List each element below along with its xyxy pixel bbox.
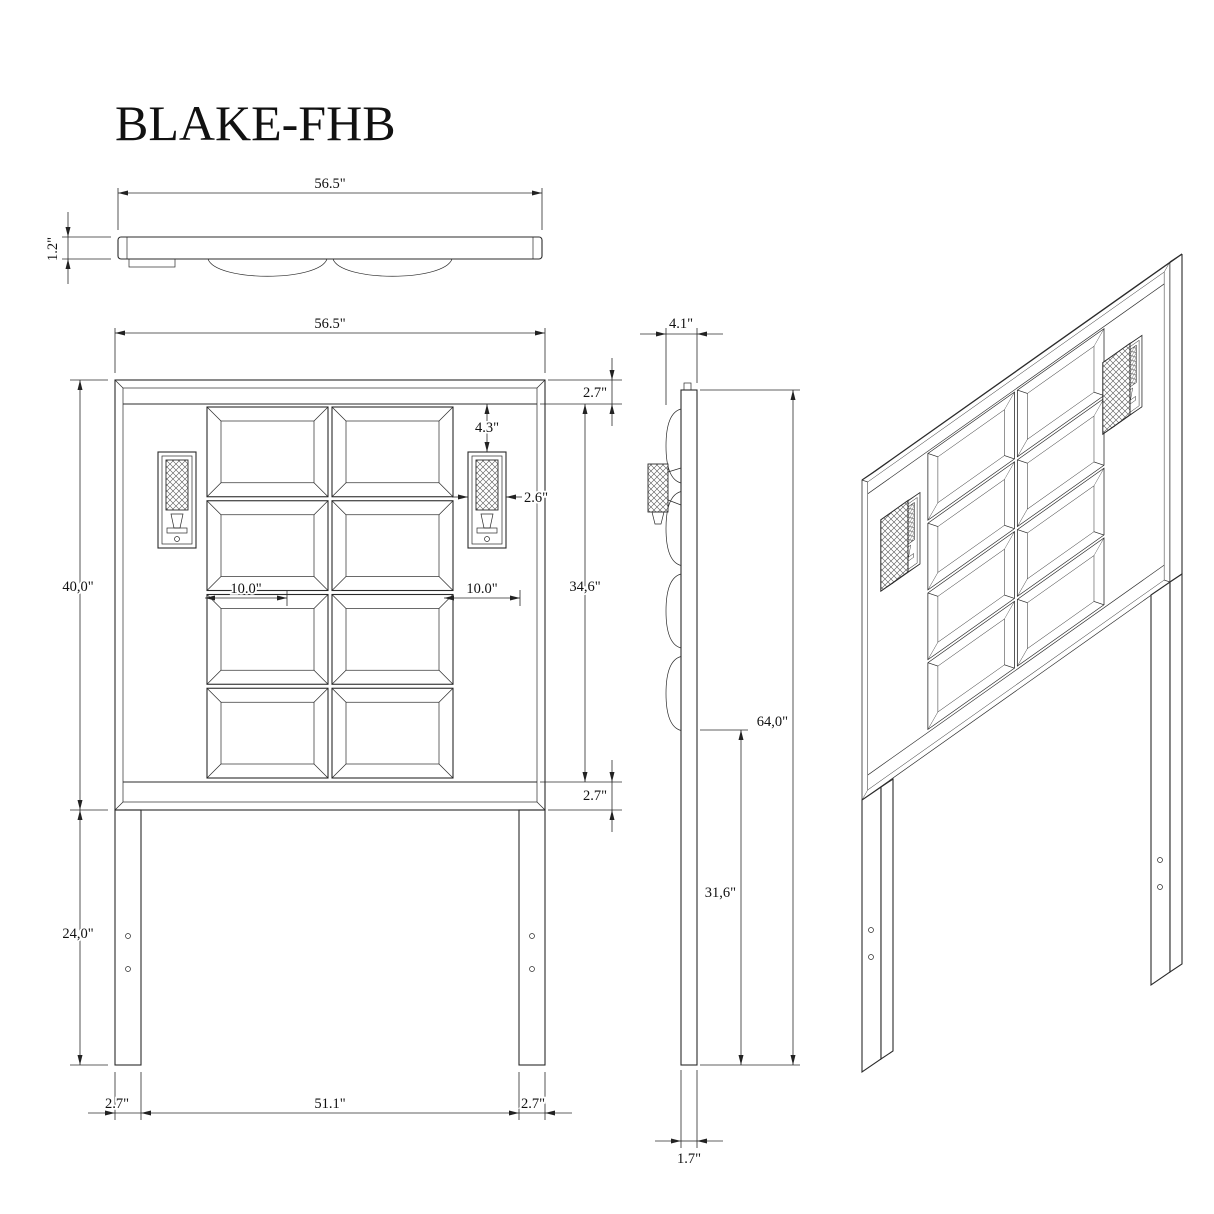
front-view: 56.5" 2.7" 4.3" 2.6" 10.0" 10.0" <box>61 314 622 1120</box>
dim-front-leg-height: 24,0" <box>62 926 93 942</box>
dim-side-thickness: 1.7" <box>677 1151 701 1167</box>
dim-front-lamp-inset-left: 10.0" <box>230 581 261 597</box>
side-view-dimensions: 4.1" 64,0" 31,6" 1.7" <box>640 314 800 1169</box>
dim-front-board-height: 40,0" <box>62 579 93 595</box>
top-view-part <box>117 236 543 277</box>
dim-side-total-height: 64,0" <box>757 714 788 730</box>
top-view-dimensions: 56.5" 1.2" <box>43 174 543 284</box>
dim-side-leg-height: 31,6" <box>705 885 736 901</box>
dim-front-bottom-rail: 2.7" <box>583 788 607 804</box>
dim-side-depth: 4.1" <box>669 316 693 332</box>
screw-hole <box>125 966 131 972</box>
side-lamp-profile <box>647 463 682 525</box>
screw-hole <box>1157 884 1163 890</box>
dim-front-top-rail: 2.7" <box>583 385 607 401</box>
dim-top-thickness: 1.2" <box>45 237 61 261</box>
iso-left-leg <box>861 785 882 1074</box>
front-view-part <box>114 380 546 1066</box>
dim-front-lamp-width: 2.6" <box>524 490 548 506</box>
dim-front-lamp-inset-right: 10.0" <box>466 581 497 597</box>
dim-front-inner-width: 51.1" <box>314 1096 345 1112</box>
iso-right-leg <box>1150 580 1171 987</box>
front-view-dimensions: 56.5" 2.7" 4.3" 2.6" 10.0" 10.0" <box>61 314 622 1120</box>
dim-front-leg-width-left: 2.7" <box>105 1096 129 1112</box>
dim-front-panel-height: 34,6" <box>569 579 600 595</box>
screw-hole <box>1157 857 1163 863</box>
side-view: 4.1" 64,0" 31,6" 1.7" <box>640 314 800 1169</box>
screw-hole <box>125 933 131 939</box>
screw-hole <box>529 966 535 972</box>
screw-hole <box>529 933 535 939</box>
front-left-leg <box>114 809 142 1066</box>
front-right-leg <box>518 809 546 1066</box>
dim-front-width: 56.5" <box>314 316 345 332</box>
side-view-part <box>647 382 698 1066</box>
iso-right-sconce <box>1102 335 1143 436</box>
iso-right-leg-side <box>1169 572 1183 974</box>
iso-left-leg-side <box>880 777 894 1061</box>
screw-hole <box>868 954 874 960</box>
dim-front-leg-width-right: 2.7" <box>521 1096 545 1112</box>
isometric-view <box>861 253 1183 1074</box>
drawing-title: BLAKE-FHB <box>115 95 396 151</box>
top-view: 56.5" 1.2" <box>43 174 543 284</box>
iso-left-sconce <box>880 492 921 593</box>
screw-hole <box>868 927 874 933</box>
dim-top-width: 56.5" <box>314 176 345 192</box>
dim-front-lamp-offset: 4.3" <box>475 420 499 436</box>
